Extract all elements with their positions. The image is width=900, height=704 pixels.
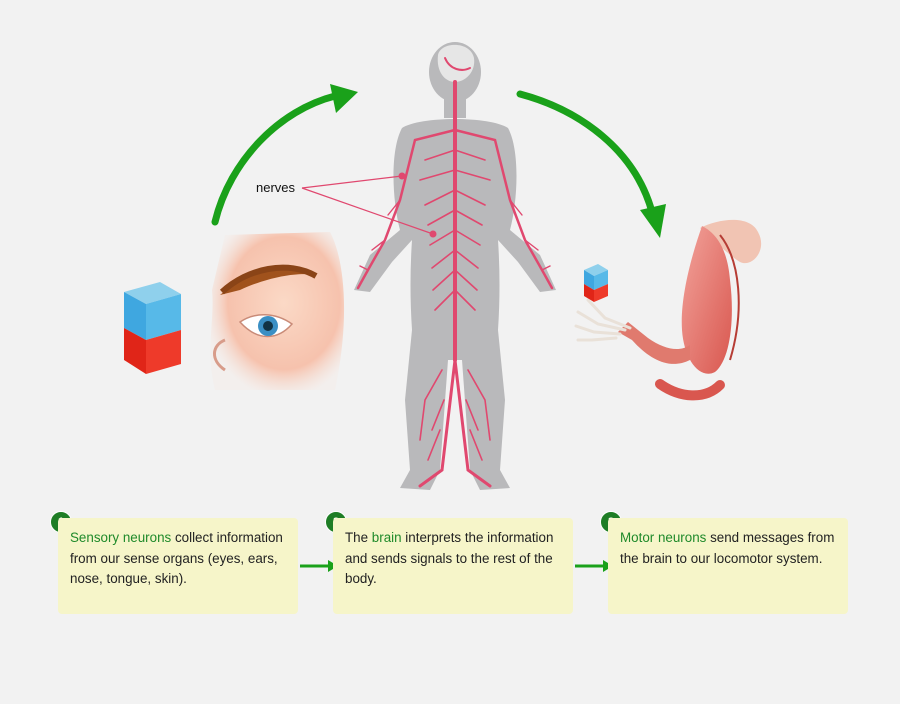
motor-cube [584, 264, 608, 302]
sensory-cube [124, 282, 181, 374]
step-2-prefix: The [345, 530, 372, 545]
step-2-text: interprets the information and sends sig… [345, 530, 554, 586]
eye-illustration [210, 232, 345, 390]
nerves-pointer-lines [301, 175, 434, 235]
step-3-box: Motor neurons send messages from the bra… [608, 518, 848, 614]
arm-illustration [574, 219, 762, 401]
step-1-highlight: Sensory neurons [70, 530, 172, 545]
step-2-box: The brain interprets the information and… [333, 518, 573, 614]
step-1-box: Sensory neurons collect information from… [58, 518, 298, 614]
step-2-highlight: brain [371, 530, 402, 545]
nerve-network [356, 57, 554, 488]
step-1-text: collect information from our sense organ… [70, 530, 283, 586]
step-3-highlight: Motor neurons [620, 530, 707, 545]
nerves-label: nerves [256, 180, 296, 195]
arrow-sense-to-brain [211, 84, 358, 226]
arrow-brain-to-muscle [516, 90, 666, 238]
step-3-text: send messages from the brain to our loco… [620, 530, 835, 566]
